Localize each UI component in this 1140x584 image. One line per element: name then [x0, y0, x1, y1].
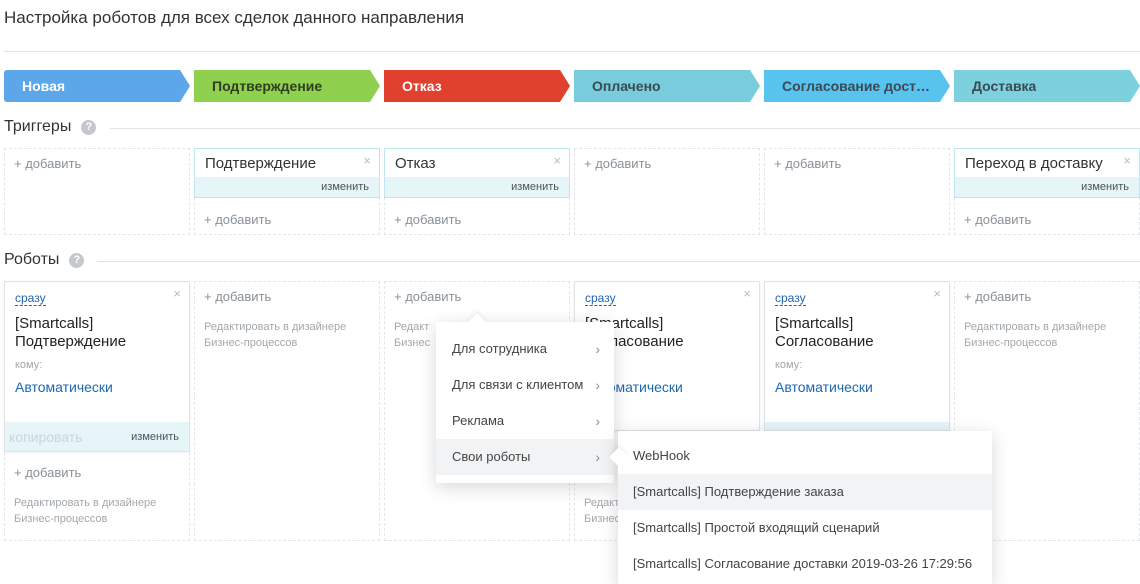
trigger-name: Переход в доставку: [965, 155, 1103, 172]
trigger-card[interactable]: Переход в доставку × изменить: [954, 148, 1140, 198]
trigger-card[interactable]: Подтверждение × изменить: [194, 148, 380, 198]
trigger-column-delivery-approval: [764, 148, 950, 235]
robot-card[interactable]: сразу × [Smartcalls]Подтверждение кому: …: [4, 281, 190, 452]
help-icon[interactable]: ?: [69, 252, 85, 268]
stage-delivery-approval[interactable]: Согласование доставки: [764, 70, 950, 102]
designer-link[interactable]: Редактировать в дизайнере Бизнес-процесс…: [204, 321, 347, 349]
add-trigger-button[interactable]: + добавить: [584, 156, 652, 171]
robots-divider: [97, 261, 1140, 262]
chevron-right-icon: ›: [595, 413, 600, 429]
add-trigger-button[interactable]: + добавить: [204, 212, 272, 227]
edit-trigger-button[interactable]: изменить: [195, 177, 379, 197]
submenu-item-simple-inbound[interactable]: [Smartcalls] Простой входящий сценарий: [633, 520, 880, 535]
stage-pipeline: Новая Подтверждение Отказ Оплачено Согла…: [0, 70, 1140, 102]
menu-item-own-robots[interactable]: Свои роботы ›: [436, 439, 614, 475]
robot-to-label: кому:: [775, 359, 803, 371]
robot-name: [Smartcalls]Согласование: [775, 315, 874, 350]
close-icon[interactable]: ×: [553, 153, 561, 168]
robot-name: [Smartcalls]Подтверждение: [15, 315, 127, 350]
copy-robot-button[interactable]: копировать: [9, 429, 83, 445]
trigger-name: Отказ: [395, 155, 436, 172]
triggers-divider: [110, 128, 1140, 129]
add-trigger-button[interactable]: + добавить: [964, 212, 1032, 227]
page-title: Настройка роботов для всех сделок данног…: [4, 8, 465, 27]
designer-link[interactable]: Редакт Бизнес: [394, 321, 431, 349]
add-robot-button[interactable]: + добавить: [14, 465, 82, 480]
robots-title: Роботы ?: [4, 251, 85, 269]
edit-trigger-button[interactable]: изменить: [385, 177, 569, 197]
stage-delivery[interactable]: Доставка: [954, 70, 1140, 102]
stage-confirmation[interactable]: Подтверждение: [194, 70, 380, 102]
add-trigger-button[interactable]: + добавить: [394, 212, 462, 227]
close-icon[interactable]: ×: [743, 286, 751, 301]
triggers-title: Триггеры ?: [4, 118, 97, 136]
stage-new[interactable]: Новая: [4, 70, 190, 102]
add-robot-menu: Для сотрудника › Для связи с клиентом › …: [436, 313, 614, 483]
robot-actions-bar: [5, 422, 189, 451]
designer-link[interactable]: Редактировать в дизайнере Бизнес-процесс…: [964, 321, 1107, 349]
robot-assignee-link[interactable]: Автоматически: [775, 379, 873, 395]
close-icon[interactable]: ×: [363, 153, 371, 168]
robot-when-link[interactable]: сразу: [775, 291, 806, 306]
menu-item-for-employee[interactable]: Для сотрудника ›: [436, 331, 614, 367]
edit-trigger-button[interactable]: изменить: [955, 177, 1139, 197]
submenu-item-webhook[interactable]: WebHook: [633, 448, 690, 463]
robot-card[interactable]: сразу × [Smartcalls]Согласование кому: А…: [764, 281, 950, 431]
trigger-column-paid: [574, 148, 760, 235]
add-robot-button[interactable]: + добавить: [394, 289, 462, 304]
robot-column-confirmation: [194, 281, 380, 541]
add-trigger-button[interactable]: + добавить: [774, 156, 842, 171]
chevron-right-icon: ›: [595, 449, 600, 465]
submenu-item-delivery-approval[interactable]: [Smartcalls] Согласование доставки 2019-…: [633, 556, 973, 571]
trigger-card[interactable]: Отказ × изменить: [384, 148, 570, 198]
close-icon[interactable]: ×: [933, 286, 941, 301]
add-trigger-button[interactable]: + добавить: [14, 156, 82, 171]
close-icon[interactable]: ×: [173, 286, 181, 301]
add-robot-button[interactable]: + добавить: [964, 289, 1032, 304]
add-robot-button[interactable]: + добавить: [204, 289, 272, 304]
menu-item-advertising[interactable]: Реклама ›: [436, 403, 614, 439]
robot-when-link[interactable]: сразу: [585, 291, 616, 306]
divider: [4, 51, 1140, 52]
help-icon[interactable]: ?: [81, 119, 97, 135]
robot-to-label: кому:: [15, 359, 43, 371]
stage-rejection[interactable]: Отказ: [384, 70, 570, 102]
chevron-right-icon: ›: [595, 341, 600, 357]
chevron-right-icon: ›: [595, 377, 600, 393]
robot-when-link[interactable]: сразу: [15, 291, 46, 306]
close-icon[interactable]: ×: [1123, 153, 1131, 168]
designer-link[interactable]: Редактировать в дизайнере Бизнес-процесс…: [14, 497, 157, 525]
trigger-column-new: [4, 148, 190, 235]
designer-link[interactable]: Редакт Бизнес: [584, 497, 618, 525]
trigger-name: Подтверждение: [205, 155, 317, 172]
robot-assignee-link[interactable]: Автоматически: [15, 379, 113, 395]
menu-item-client-communication[interactable]: Для связи с клиентом ›: [436, 367, 614, 403]
edit-robot-button[interactable]: изменить: [131, 431, 179, 443]
robot-actions-bar: [765, 422, 949, 430]
submenu-item-order-confirmation[interactable]: [Smartcalls] Подтверждение заказа: [618, 474, 992, 510]
stage-paid[interactable]: Оплачено: [574, 70, 760, 102]
own-robots-submenu: WebHook [Smartcalls] Подтверждение заказ…: [609, 431, 992, 584]
